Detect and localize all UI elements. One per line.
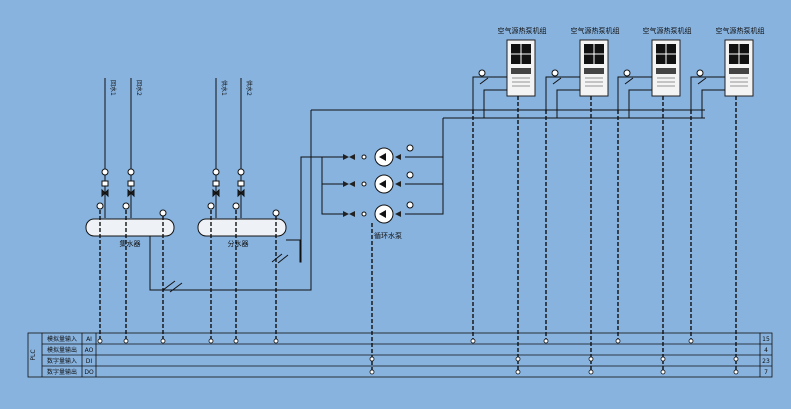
heat-pump-label: 空气源热泵机组 bbox=[716, 26, 765, 35]
plc-row-code: DI bbox=[86, 358, 93, 365]
plc-row-count: 15 bbox=[762, 336, 770, 343]
pipe-label-return-1: 回水1 bbox=[109, 80, 117, 96]
circulation-pumps: 循环水泵 bbox=[343, 144, 414, 240]
plc-row-count: 4 bbox=[764, 347, 768, 354]
pipe-label-supply-2: 供水2 bbox=[245, 80, 253, 96]
pump-2 bbox=[343, 171, 414, 194]
distributor-label: 分水器 bbox=[228, 239, 249, 248]
plc-row-ao: 模拟量输出 AO 4 bbox=[47, 346, 768, 354]
plc-row-count: 23 bbox=[762, 358, 770, 365]
pipe-label-return-2: 回水2 bbox=[135, 80, 143, 96]
signal-terminals bbox=[97, 338, 739, 375]
plc-row-count: 7 bbox=[764, 369, 768, 376]
riser-instruments bbox=[96, 168, 245, 210]
heat-pump-label: 空气源热泵机组 bbox=[571, 26, 620, 35]
heat-pump-label: 空气源热泵机组 bbox=[498, 26, 547, 35]
heat-pump-label: 空气源热泵机组 bbox=[643, 26, 692, 35]
signal-lines bbox=[99, 96, 737, 372]
pipe-label-supply-1: 供水1 bbox=[220, 80, 228, 96]
distributor-header: 分水器 bbox=[197, 209, 287, 248]
heat-pump-unit-2: 空气源热泵机组 bbox=[571, 26, 620, 97]
plc-label: PLC bbox=[30, 349, 37, 360]
plc-row-ai: 模拟量输入 AI 15 bbox=[47, 335, 770, 343]
plc-row-name: 数字量输出 bbox=[47, 368, 77, 376]
riser-pipes bbox=[104, 78, 242, 218]
collector-label: 集水器 bbox=[120, 239, 141, 248]
heat-pump-piping bbox=[311, 69, 725, 119]
heat-pump-unit-4: 空气源热泵机组 bbox=[716, 26, 765, 97]
pump-3 bbox=[343, 201, 414, 224]
plc-row-code: AO bbox=[85, 347, 94, 354]
plc-table bbox=[27, 332, 773, 378]
collector-header: 集水器 bbox=[85, 209, 175, 248]
pump-1 bbox=[343, 144, 414, 167]
header-piping bbox=[149, 110, 444, 293]
plc-row-code: AI bbox=[86, 336, 92, 343]
plc-row-di: 数字量输入 DI 23 bbox=[47, 357, 770, 365]
pump-group-label: 循环水泵 bbox=[374, 231, 402, 240]
plc-row-name: 数字量输入 bbox=[47, 357, 77, 365]
plc-row-name: 模拟量输出 bbox=[47, 346, 77, 354]
heat-pump-unit-1: 空气源热泵机组 bbox=[498, 26, 547, 97]
plc-row-code: DO bbox=[84, 369, 94, 376]
plc-row-name: 模拟量输入 bbox=[47, 335, 77, 343]
plc-row-do: 数字量输出 DO 7 bbox=[47, 368, 768, 376]
heat-pump-unit-3: 空气源热泵机组 bbox=[643, 26, 692, 97]
